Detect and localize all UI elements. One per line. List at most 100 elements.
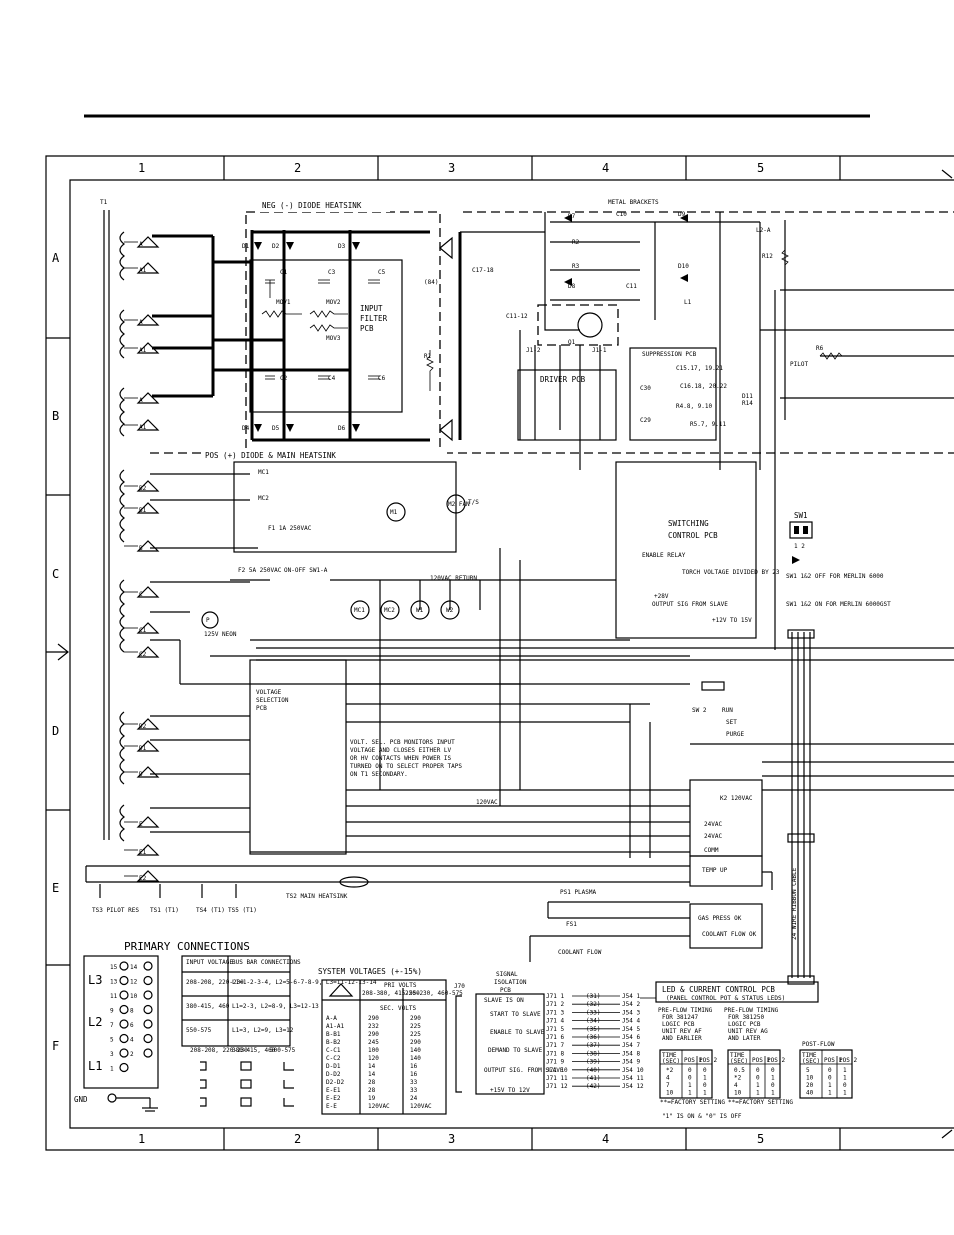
wire-number: (36) <box>586 1034 600 1041</box>
j54-pin: J54 4 <box>622 1018 640 1025</box>
terminal-number: 6 <box>130 1022 134 1029</box>
tap-label: D2 <box>139 723 147 730</box>
sysvolt-value: 140 <box>410 1055 421 1062</box>
terminal-icon <box>143 1004 153 1015</box>
switching-title: SWITCHING <box>668 519 709 528</box>
metal-brackets-label: METAL BRACKETS <box>608 199 659 206</box>
sysvolt-value: 225 <box>410 1023 421 1030</box>
table-cell: 1 <box>756 1090 760 1097</box>
tap-label: A1 <box>139 424 147 431</box>
sysvolt-value: 140 <box>410 1047 421 1054</box>
timing-table <box>659 1049 713 1099</box>
table-head: POS 2 <box>839 1057 857 1064</box>
diode-d11: D11 <box>742 393 753 400</box>
m1-pump-icon <box>386 502 406 522</box>
j71-pin: J71 1 <box>546 993 564 1000</box>
timing-table <box>727 1049 781 1099</box>
res-r5: R5.7, 9.11 <box>690 421 727 428</box>
preflow2-label-4: UNIT REV AG <box>728 1028 768 1035</box>
preflow2-label: PRE-FLOW TIMING <box>724 1007 779 1014</box>
comm-label: COMM <box>704 847 719 854</box>
j71-pin: J71 2 <box>546 1001 564 1008</box>
sysvolt-row-label: A1-A1 <box>326 1023 344 1030</box>
vsel-note: VOLT. SEL. PCB MONITORS INPUT <box>350 739 455 746</box>
sysvolt-value: 120VAC <box>410 1103 432 1110</box>
table-cell: 0 <box>771 1067 775 1074</box>
table-head: POS 2 <box>767 1057 785 1064</box>
sysvolt-row-label: E-E <box>326 1103 337 1110</box>
wire-number: (33) <box>586 1009 600 1016</box>
sysvolt-row-label: E-E2 <box>326 1095 341 1102</box>
table-cell: 5 <box>806 1067 810 1074</box>
sec-volts-head: SEC. VOLTS <box>380 1005 417 1012</box>
diode-d6: D6 <box>338 425 346 432</box>
table-cell: 4 <box>734 1082 738 1089</box>
neon-lamp-icon <box>201 611 219 629</box>
diode-d1: D1 <box>242 243 250 250</box>
table-cell: 1 <box>828 1082 832 1089</box>
wire-number: (38) <box>586 1050 600 1057</box>
switching-control-pcb: SWITCHING CONTROL PCB ENABLE RELAY TORCH… <box>615 461 780 639</box>
table-head: POS 1 <box>684 1057 702 1064</box>
tap-label: A1 <box>139 347 147 354</box>
factory-note-2: **=FACTORY SETTING <box>728 1099 793 1106</box>
sysvolt-value: 28 <box>368 1087 376 1094</box>
pri-col-2: 220-230, 460-575 <box>405 990 463 997</box>
tap-triangle <box>136 480 160 492</box>
pri-volts-head: PRI VOLTS <box>384 982 417 989</box>
busbar-shape <box>200 1097 207 1107</box>
table-head: TIME <box>802 1052 817 1059</box>
tap-label: D <box>139 771 143 778</box>
sigiso-item: ENABLE TO SLAVE <box>490 1029 545 1036</box>
j54-pin: J54 7 <box>622 1042 640 1049</box>
j54-pin: J54 8 <box>622 1050 640 1057</box>
driver-pcb: DRIVER PCB <box>517 330 617 470</box>
terminal-icon <box>119 1033 129 1044</box>
wire-number: (31) <box>586 993 600 1000</box>
table-cell: 10 <box>806 1075 814 1082</box>
mov3: MOV3 <box>326 335 341 342</box>
j54-pin: J54 3 <box>622 1009 640 1016</box>
sysvolt-row-label: D-D1 <box>326 1063 341 1070</box>
terminal-icon <box>119 1062 129 1073</box>
table-cell: 0.5 <box>734 1067 745 1074</box>
grid-row-c: C <box>52 567 59 581</box>
tap-label: E2 <box>139 875 147 882</box>
busbar-shape <box>283 1080 294 1089</box>
diode-d3: D3 <box>338 243 346 250</box>
ribbon-label: 24 WIRE RIBBON CABLE <box>791 867 798 940</box>
cap-c15: C15.17, 19.21 <box>676 365 723 372</box>
table-cell: 380-415, 460 <box>186 1003 230 1010</box>
tap-triangle <box>136 844 160 856</box>
tap-label: E1 <box>139 849 147 856</box>
terminal-icon <box>119 961 129 971</box>
terminal-number: 3 <box>110 1051 114 1058</box>
pri-col-1: 208-380, 415-550 <box>362 990 420 997</box>
j71-pin: J71 8 <box>546 1050 564 1057</box>
cap-c29: C29 <box>640 417 651 424</box>
tap-label: E <box>139 821 143 828</box>
coolant-ok-label: COOLANT FLOW OK <box>702 931 757 938</box>
pilot-label: PILOT <box>790 361 808 368</box>
busbar-shape <box>200 1079 207 1089</box>
table-cell: 0 <box>703 1082 707 1089</box>
grid-col-5-bottom: 5 <box>757 1132 764 1146</box>
preflow1-label-5: AND EARLIER <box>662 1035 702 1042</box>
transistor-q1: Q1 <box>568 339 576 346</box>
table-cell: 0 <box>688 1075 692 1082</box>
sigiso-item: OUTPUT SIG. FROM SLAVE <box>484 1067 564 1074</box>
table-cell: 0 <box>688 1067 692 1074</box>
vsel-title-3: PCB <box>256 705 267 712</box>
vsel-note-4: TURNED ON TO SELECT PROPER TAPS <box>350 763 462 770</box>
tap-triangle <box>136 314 160 326</box>
tap-label: A <box>139 241 143 248</box>
transformer-label: T1 <box>100 199 108 206</box>
sysvolt-title: SYSTEM VOLTAGES (+-15%) <box>318 967 422 976</box>
j71-pin: J71 12 <box>546 1083 568 1090</box>
wire-number: (42) <box>586 1083 600 1090</box>
wire-number: (32) <box>586 1001 600 1008</box>
inductor-l1: L1 <box>684 299 692 306</box>
table-head: TIME <box>662 1052 677 1059</box>
